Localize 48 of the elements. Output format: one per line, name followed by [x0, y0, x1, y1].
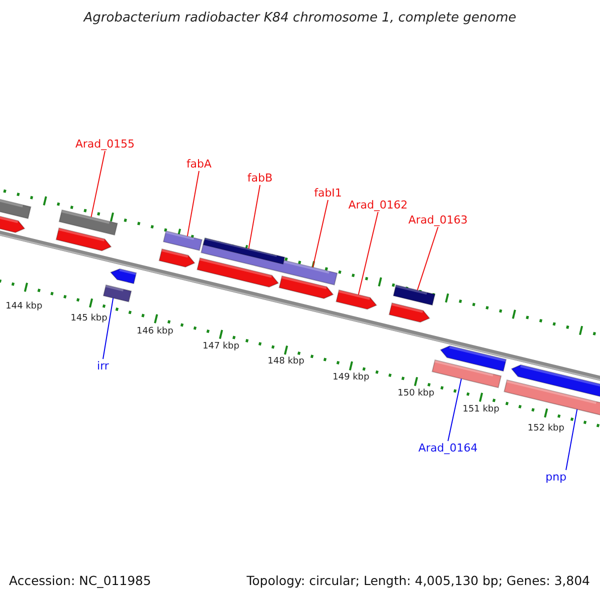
gene-label: Arad_0163 — [408, 214, 468, 226]
leader-line — [566, 408, 578, 470]
gene-feature — [388, 302, 430, 323]
gene-label: fabA — [186, 158, 212, 170]
gene-feature — [202, 237, 286, 265]
gene-label: pnp — [546, 472, 566, 482]
gene-feature — [110, 268, 137, 284]
scale-label: 144 kbp — [6, 302, 42, 312]
gene-label: Arad_0164 — [418, 442, 478, 454]
title: Agrobacterium radiobacter K84 chromosome 1, complete genome — [84, 12, 516, 24]
scale-label: 152 kbp — [528, 424, 564, 434]
leader-line — [102, 298, 114, 360]
gene-label: Arad_0155 — [75, 138, 135, 150]
gene-feature — [278, 275, 334, 299]
leader-line — [90, 150, 106, 218]
scale-label: 149 kbp — [332, 374, 370, 382]
footer-text: Accession: NC_011985 — [9, 574, 152, 588]
leader-line — [186, 170, 200, 237]
leader-line — [358, 212, 378, 296]
gene-label: fabB — [247, 172, 273, 184]
scale-label: 148 kbp — [268, 358, 304, 366]
gene-feature — [102, 284, 132, 302]
scale-label: 151 kbp — [462, 406, 500, 414]
leader-line — [448, 378, 462, 442]
gene-label: Arad_0162 — [348, 200, 408, 210]
gene-feature — [440, 345, 507, 372]
scale-label: 146 kbp — [136, 328, 174, 336]
gene-feature — [0, 213, 26, 233]
gene-feature — [504, 379, 600, 416]
leader-line — [416, 226, 438, 291]
gene-feature — [510, 364, 600, 399]
scale-label: 150 kbp — [398, 390, 434, 398]
gene-feature — [196, 257, 280, 288]
footer-text: Topology: circular; Length: 4,005,130 bp; Genes: 3,804 — [246, 574, 590, 588]
gene-feature — [162, 230, 203, 251]
gene-feature — [0, 196, 32, 220]
gene-feature — [58, 209, 118, 236]
scale-label: 145 kbp — [70, 314, 108, 324]
leader-line — [248, 184, 260, 250]
gene-feature — [392, 284, 436, 306]
gene-feature — [336, 289, 378, 310]
leader-line — [312, 200, 328, 268]
scale-label: 147 kbp — [202, 342, 240, 352]
gene-label: fabI1 — [314, 188, 342, 198]
gene-feature — [158, 248, 196, 268]
gene-feature — [56, 227, 112, 252]
gene-label: irr — [97, 360, 109, 372]
gene-feature — [432, 359, 502, 388]
